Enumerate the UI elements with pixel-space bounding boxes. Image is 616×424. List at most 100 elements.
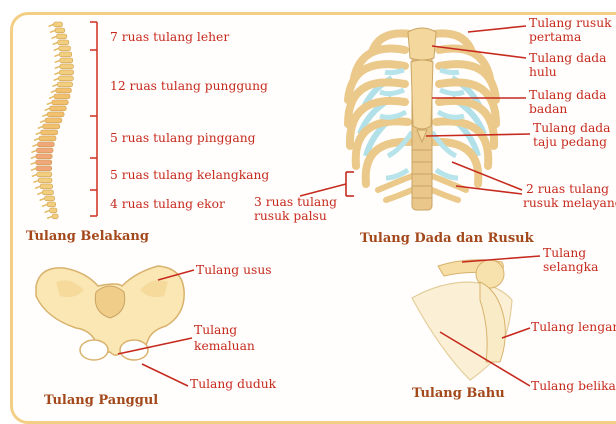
vertebra-process <box>38 126 43 128</box>
vertebra <box>59 70 73 75</box>
vertebra <box>60 64 74 69</box>
vertebra-process <box>45 108 50 110</box>
label-first-rib-2: pertama <box>529 30 581 44</box>
vertebra <box>52 214 58 219</box>
ribcage-illustration <box>300 26 530 210</box>
vertebra <box>54 94 70 99</box>
vertebra <box>50 106 67 111</box>
title-spine: Tulang Belakang <box>26 229 149 244</box>
vertebra-process <box>37 192 42 194</box>
label-floating-ribs-2: rusuk melayang <box>523 196 616 210</box>
vertebra <box>58 40 69 45</box>
vertebra-process <box>54 48 59 50</box>
label-clavicle-1: Tulang <box>543 246 586 260</box>
vertebra <box>36 160 52 165</box>
vertebra-process <box>45 210 50 212</box>
vertebra-process <box>35 186 40 188</box>
label-ilium: Tulang usus <box>196 263 272 277</box>
label-sternum-body-1: Tulang dada <box>529 88 607 102</box>
spine-illustration <box>31 22 97 219</box>
label-pubis-2: kemaluan <box>194 339 255 353</box>
label-xiphoid-2: taju pedang <box>533 135 607 149</box>
vertebra-process <box>50 30 55 32</box>
label-manubrium-2: hulu <box>529 65 557 79</box>
title-chest: Tulang Dada dan Rusuk <box>360 231 534 246</box>
vertebra <box>59 52 71 57</box>
vertebra <box>43 124 60 129</box>
vertebra-process <box>42 204 47 206</box>
vertebra <box>41 130 58 135</box>
vertebrae <box>31 22 74 219</box>
vertebra <box>60 58 73 63</box>
title-shoulder: Tulang Bahu <box>412 386 505 401</box>
vertebra-process <box>36 132 41 134</box>
label-lumbar: 5 ruas tulang pinggang <box>110 131 256 145</box>
vertebra-process <box>53 42 58 44</box>
vertebra-process <box>55 60 60 62</box>
label-thoracic: 12 ruas tulang punggung <box>110 79 268 93</box>
vertebra <box>55 28 65 33</box>
vertebra-process <box>51 90 56 92</box>
label-false-ribs-2: rusuk palsu <box>254 209 327 223</box>
label-scapula: Tulang belikat <box>531 379 616 393</box>
vertebra-process <box>40 198 45 200</box>
vertebra-process <box>54 72 59 74</box>
vertebra <box>59 46 71 51</box>
vertebra <box>39 136 56 141</box>
pelvis-illustration <box>36 266 194 386</box>
label-ischium: Tulang duduk <box>190 377 276 391</box>
vertebra <box>38 178 52 183</box>
vertebra <box>38 142 55 147</box>
vertebra <box>40 184 53 189</box>
title-pelvis: Tulang Panggul <box>44 393 158 408</box>
label-floating-ribs-1: 2 ruas tulang <box>526 182 609 196</box>
label-humerus: Tulang lengan <box>531 320 616 334</box>
label-cervical: 7 ruas tulang leher <box>110 30 229 44</box>
vertebra-process <box>31 162 36 164</box>
label-xiphoid-1: Tulang dada <box>533 121 611 135</box>
vertebra <box>56 34 66 39</box>
vertebra-process <box>42 114 47 116</box>
label-sternum-body-2: badan <box>529 102 567 116</box>
vertebra-process <box>49 96 54 98</box>
vertebra <box>45 118 62 123</box>
label-sacral: 5 ruas tulang kelangkang <box>110 168 269 182</box>
vertebra-process <box>31 150 36 152</box>
shoulder-illustration <box>412 256 540 386</box>
vertebra <box>36 154 52 159</box>
vertebra-process <box>47 102 52 104</box>
label-coccyx: 4 ruas tulang ekor <box>110 197 225 211</box>
vertebra <box>50 208 58 213</box>
vertebra-process <box>47 216 52 218</box>
vertebra <box>59 76 74 81</box>
vertebra-process <box>54 54 59 56</box>
vertebra <box>47 202 56 207</box>
vertebra <box>54 22 63 27</box>
vertebra-process <box>55 66 60 68</box>
label-manubrium-1: Tulang dada <box>529 51 607 65</box>
vertebra <box>52 100 68 105</box>
vertebra-process <box>40 120 45 122</box>
vertebra-process <box>51 36 56 38</box>
label-first-rib-1: Tulang rusuk <box>529 16 612 30</box>
vertebra <box>42 190 53 195</box>
vertebra-process <box>33 144 38 146</box>
label-false-ribs-1: 3 ruas tulang <box>254 195 337 209</box>
vertebra <box>57 82 72 87</box>
vertebra-process <box>52 84 57 86</box>
vertebra-process <box>33 180 38 182</box>
vertebra <box>36 166 52 171</box>
vertebra <box>45 196 55 201</box>
vertebra-process <box>31 156 36 158</box>
label-clavicle-2: selangka <box>543 260 598 274</box>
vertebra <box>36 148 53 153</box>
vertebra <box>37 172 52 177</box>
vertebra <box>56 88 72 93</box>
vertebra-process <box>54 78 59 80</box>
vertebra-process <box>49 24 54 26</box>
vertebra <box>47 112 64 117</box>
vertebra-process <box>32 174 37 176</box>
label-pubis-1: Tulang <box>194 323 237 337</box>
vertebra-process <box>34 138 39 140</box>
vertebra-process <box>31 168 36 170</box>
